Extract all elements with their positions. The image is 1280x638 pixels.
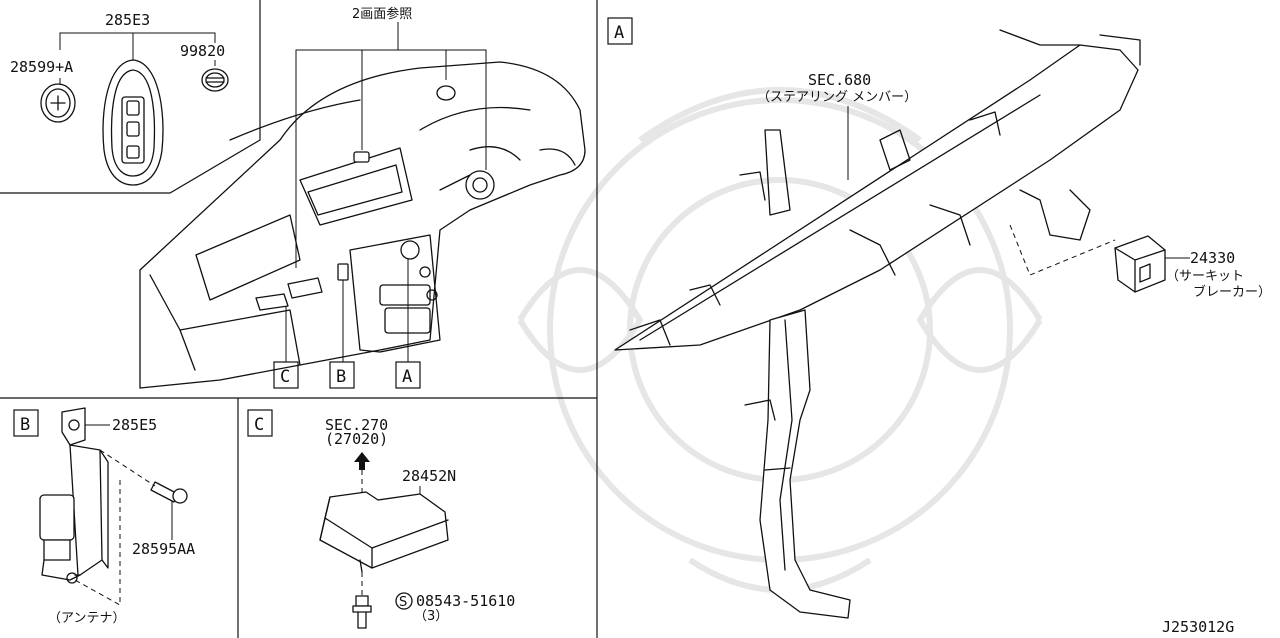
label-part-24330: 24330 [1190,249,1235,267]
label-screw-part: 08543-51610 [416,592,515,610]
label-circuit-breaker-2: ブレーカー） [1193,284,1271,300]
circuit-breaker-part [1114,235,1166,293]
svg-text:C: C [280,367,290,387]
inset-c: C SEC.270 (27020) 28452N S 08543-51610 （… [247,409,515,629]
label-part-cap: 99820 [180,42,225,60]
antenna-part-b [337,263,349,281]
label-sec-270: SEC.270 [325,416,388,434]
battery-part [40,83,76,123]
instrument-panel-view: 2画面参照 [139,6,586,389]
inset-b: B 285E5 28595AA （アンテナ） [13,407,195,626]
inset-a-letter: A [614,23,624,43]
receiver-part-c2 [255,293,289,311]
screw-code-badge: S [395,592,413,610]
label-circuit-breaker-1: （サーキット [1166,269,1244,284]
arrow-up-icon [354,452,370,470]
label-part-key: 285E3 [105,11,150,29]
label-sec-680-desc: （ステアリング メンバー） [757,90,917,105]
label-ref-note: 2画面参照 [352,6,412,22]
inset-a: A SEC.680 （ステアリング メンバー） [607,17,1271,619]
receiver-part-c [287,277,323,299]
label-part-bracket: 285E5 [112,416,157,434]
inset-b-letter: B [20,415,30,435]
diagram-id: J253012G [1162,618,1234,636]
callout-a[interactable]: A [395,361,421,389]
key-inset: 285E3 28599+A 99820 [10,11,229,186]
label-part-28452n: 28452N [402,467,456,485]
callout-b[interactable]: B [329,361,355,389]
svg-text:S: S [399,595,407,610]
panel-frames [0,0,598,638]
label-screw-qty: （3） [414,609,448,624]
key-fob-part [102,59,164,186]
label-part-bolt: 28595AA [132,540,195,558]
svg-text:B: B [336,367,346,387]
label-part-battery: 28599+A [10,58,73,76]
inset-c-letter: C [254,415,264,435]
svg-text:A: A [402,367,412,387]
label-sec-270-sub: (27020) [325,430,388,448]
callout-c[interactable]: C [273,361,299,389]
label-sec-680: SEC.680 [808,71,871,89]
cap-part [201,68,229,92]
label-antenna-caption: （アンテナ） [48,611,125,626]
